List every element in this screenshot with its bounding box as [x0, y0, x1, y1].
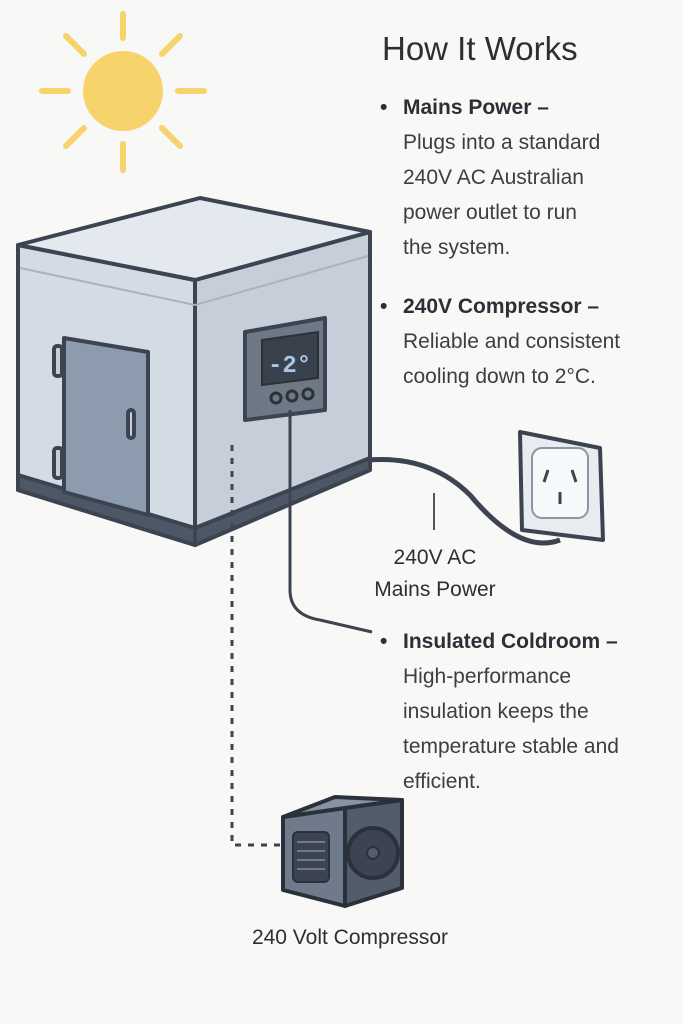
bullet-heading: Insulated Coldroom: [403, 630, 601, 653]
mains-power-label: 240V AC Mains Power: [340, 542, 530, 606]
mains-label-line2: Mains Power: [374, 578, 496, 601]
door-icon: [62, 336, 150, 517]
power-cable: [367, 456, 561, 546]
bullet-text: temperature stable and: [403, 735, 619, 758]
bullet-mains-power: •Mains Power – Plugs into a standard 240…: [380, 90, 600, 265]
power-outlet-icon: [518, 430, 605, 542]
temperature-readout: -2°: [268, 353, 311, 380]
refrigerant-line: [230, 445, 280, 847]
bullet-insulated-coldroom: •Insulated Coldroom – High-performance i…: [380, 624, 619, 799]
bullet-text: 240V AC Australian: [403, 166, 584, 189]
dash: –: [531, 96, 549, 119]
compressor-icon: [281, 795, 404, 908]
bullet-text: cooling down to 2°C.: [403, 365, 596, 388]
temperature-controller: -2°: [243, 316, 327, 422]
bullet-text: Plugs into a standard: [403, 131, 601, 154]
bullet-compressor: •240V Compressor – Reliable and consiste…: [380, 289, 620, 394]
bullet-text: High-performance: [403, 665, 572, 688]
bullet-text: Reliable and consistent: [403, 330, 621, 353]
bullet-heading: 240V Compressor: [403, 295, 582, 318]
bullet-heading: Mains Power: [403, 96, 532, 119]
dash: –: [600, 630, 618, 653]
pointer-line: [288, 410, 373, 634]
bullet-text: power outlet to run: [403, 201, 577, 224]
sun-icon: [39, 11, 207, 173]
bullet-text: the system.: [403, 236, 511, 259]
compressor-label: 240 Volt Compressor: [251, 926, 449, 949]
page-title: How It Works: [382, 30, 578, 67]
mains-label-line1: 240V AC: [393, 546, 477, 569]
bullet-text: efficient.: [403, 770, 481, 793]
bullet-text: insulation keeps the: [403, 700, 589, 723]
dash: –: [581, 295, 600, 318]
